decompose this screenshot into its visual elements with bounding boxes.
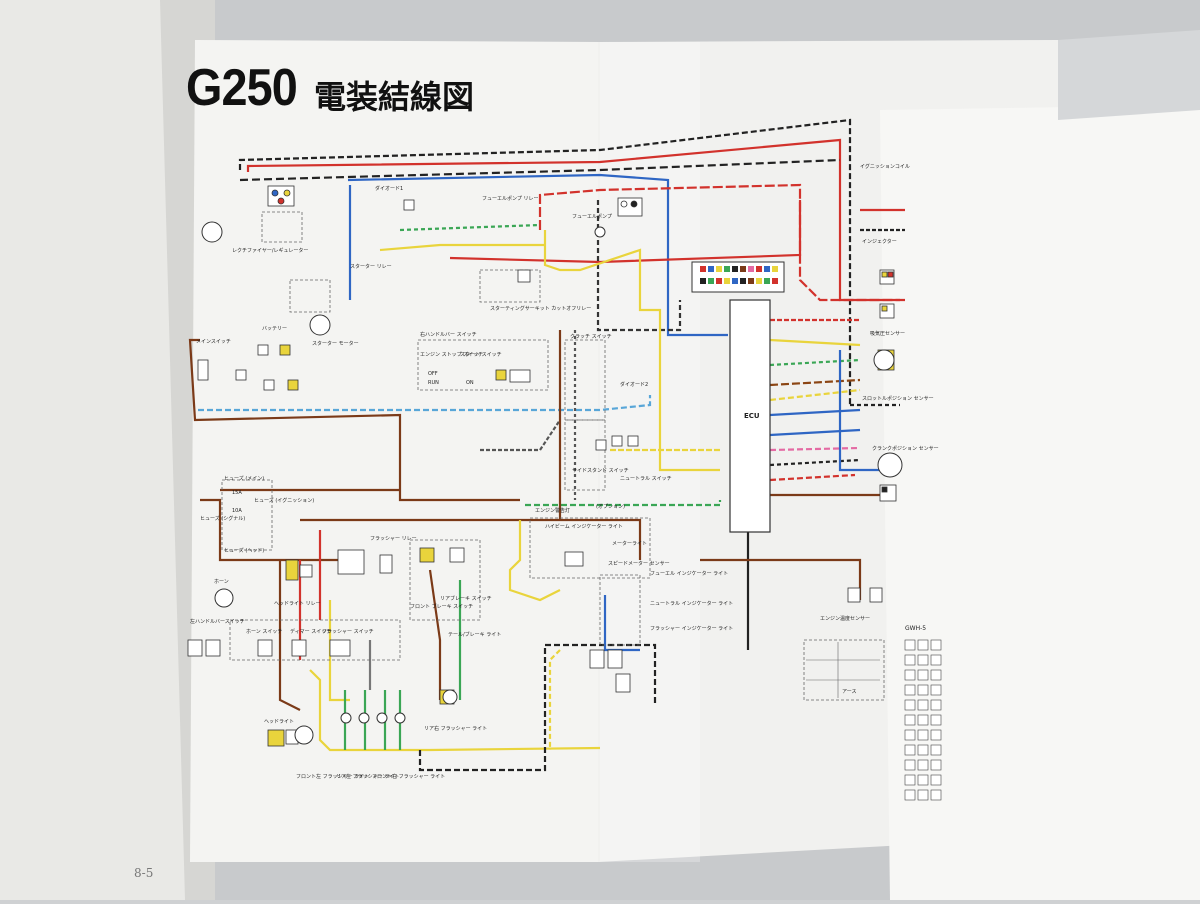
label-on: ON — [466, 380, 474, 386]
ecu-connector — [691, 261, 785, 293]
label-fuse-ignition: ヒューズ (イグニッション) — [254, 497, 314, 504]
label-rear-flasher-right: リア右 フラッシャー ライト — [424, 725, 487, 732]
label-front-flasher-left: フロント左 フラッシャー ライト — [296, 773, 369, 780]
starter-relay-box — [289, 279, 331, 313]
label-start-switch: スタート スイッチ — [460, 351, 502, 358]
label-tail-brake-light: テール/ブレーキ ライト — [448, 631, 501, 638]
component-labels: レクチファイヤー/レギュレーター スターター リレー バッテリー スターター モ… — [190, 163, 939, 780]
label-right-handlebar-switch: 右ハンドルバー スイッチ — [420, 331, 477, 338]
label-high-beam-indicator: ハイビーム インジケーター ライト — [545, 523, 623, 530]
meter-box — [529, 517, 651, 579]
label-diode-2: ダイオード2 — [620, 381, 648, 388]
label-run: RUN — [428, 380, 439, 386]
label-fuse-10a: 10A — [232, 508, 242, 514]
label-diode-1: ダイオード1 — [375, 185, 403, 192]
label-rear-flasher-left: リア左 フラッシャー ライト — [336, 773, 399, 780]
far-right-page — [880, 105, 1200, 900]
indicator-box — [599, 574, 641, 646]
label-starter-relay: スターター リレー — [350, 263, 392, 270]
ecu-label: ECU — [744, 412, 760, 420]
label-fuel-pump-relay: フューエルポンプ リレー — [482, 195, 538, 202]
fuse-box — [221, 479, 273, 551]
legend-table: GWH-5 アース — [806, 625, 926, 698]
label-regulator: レクチファイヤー/レギュレーター — [232, 247, 308, 254]
color-code-grid — [904, 639, 942, 801]
label-battery: バッテリー — [262, 326, 287, 332]
diagram-title: 電装結線図 — [314, 78, 475, 116]
right-handlebar-switch-box — [417, 339, 549, 391]
legend-heading: GWH-5 — [905, 625, 926, 632]
legend-ground: アース — [842, 689, 856, 695]
label-turn-switch: フラッシャー スイッチ — [322, 629, 374, 635]
label-fuse-main: ヒューズ (メイン) — [224, 475, 264, 482]
label-engine-warning-light: エンジン警告灯 — [535, 507, 570, 514]
round-components — [201, 221, 903, 745]
label-engine-stop-switch: エンジン ストップ スイッチ — [420, 352, 483, 358]
label-rear-brake-switch: リアブレーキ スイッチ — [440, 595, 492, 602]
label-injector: インジェクター — [862, 238, 897, 245]
label-engine-temp-sensor: エンジン温度センサー — [820, 615, 870, 622]
label-flasher-indicator: フラッシャー インジケーター ライト — [650, 625, 733, 632]
model-title: G250 — [186, 59, 298, 117]
sidestand-switch-box — [564, 419, 606, 491]
label-intake-sensor: 吸気圧センサー — [870, 330, 905, 337]
left-handlebar-switch-box — [229, 619, 401, 661]
label-starter-motor: スターター モーター — [312, 340, 359, 347]
legend-box — [803, 639, 885, 701]
label-horn-switch: ホーン スイッチ — [246, 629, 282, 635]
label-horn: ホーン — [214, 579, 229, 585]
label-sidestand-switch: サイドスタンド スイッチ — [572, 467, 629, 474]
starting-cutoff-relay-box — [479, 269, 541, 303]
label-headlight: ヘッドライト — [264, 719, 294, 725]
label-starting-cutoff-relay: スターティングサーキット カットオフリレー — [490, 305, 591, 312]
label-neutral-switch: ニュートラル スイッチ — [620, 476, 672, 482]
label-front-brake-switch: フロント ブレーキ スイッチ — [410, 603, 473, 610]
label-off: OFF — [428, 371, 438, 377]
label-option-light: (オプション) — [596, 504, 625, 510]
label-flasher-relay: フラッシャー リレー — [370, 536, 417, 542]
label-throttle-sensor: スロットルポジション センサー — [862, 395, 934, 402]
label-fuel-indicator: フューエル インジケーター ライト — [650, 570, 728, 577]
label-left-handlebar-switch: 左ハンドルバースイッチ — [190, 618, 245, 625]
label-neutral-indicator: ニュートラル インジケーター ライト — [650, 600, 733, 607]
label-headlight-relay: ヘッドライト リレー — [274, 601, 321, 607]
label-clutch-switch: クラッチ スイッチ — [570, 334, 612, 340]
regulator-box — [261, 211, 303, 243]
left-page — [0, 0, 205, 900]
ecu-box — [729, 299, 771, 533]
wiring — [188, 118, 905, 772]
label-fuse-signal: ヒューズ (シグナル) — [200, 515, 245, 522]
label-dimmer-switch: ディマー スイッチ — [290, 628, 331, 635]
label-crank-sensor: クランクポジション センサー — [872, 445, 939, 452]
label-main-switch: メインスイッチ — [196, 339, 231, 345]
label-speedometer-sensor: スピードメーター センサー — [608, 560, 670, 567]
label-fuse-head: ヒューズ (ヘッド) — [224, 547, 264, 554]
label-ignition-coil: イグニッションコイル — [860, 163, 910, 170]
label-meter-light: メーターライト — [612, 540, 647, 547]
label-front-flasher-right: フロント右 フラッシャー ライト — [372, 773, 445, 780]
label-fuel-pump: フューエルポンプ — [572, 213, 612, 220]
label-fuse-15a: 15A — [232, 490, 242, 496]
brake-switch-box — [409, 539, 481, 621]
page-number: 8-5 — [134, 866, 154, 880]
